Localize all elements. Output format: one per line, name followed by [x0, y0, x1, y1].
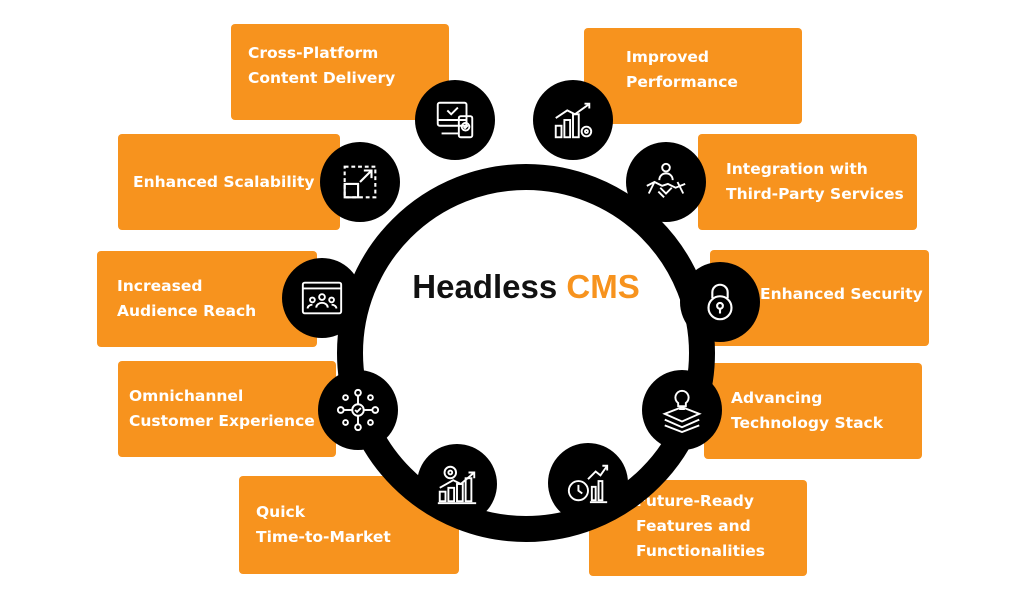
growth-chart-gear-icon	[533, 80, 613, 160]
feature-box-performance: Improved Performance	[584, 28, 802, 124]
feature-label: Enhanced Scalability	[133, 172, 315, 191]
feature-label: Cross-Platform Content Delivery	[248, 44, 396, 87]
clock-chart-icon	[548, 443, 628, 523]
feature-label: Advancing Technology Stack	[731, 389, 884, 432]
feature-box-scalability: Enhanced Scalability	[118, 134, 340, 230]
title-accent: CMS	[566, 268, 640, 305]
feature-label: Improved Performance	[626, 48, 738, 91]
audience-screen-icon	[282, 258, 362, 338]
network-hub-icon	[318, 370, 398, 450]
feature-box-technology-stack: Advancing Technology Stack	[704, 363, 922, 459]
feature-box-omnichannel: Omnichannel Customer Experience	[118, 361, 336, 457]
bar-chart-gear-icon	[417, 444, 497, 524]
handshake-person-icon	[626, 142, 706, 222]
title-main: Headless	[412, 268, 558, 305]
scale-arrows-icon	[320, 142, 400, 222]
feature-label: Omnichannel Customer Experience	[129, 387, 315, 430]
feature-label: Enhanced Security	[760, 284, 923, 303]
feature-box-time-to-market: Quick Time-to-Market	[239, 476, 459, 574]
padlock-icon	[680, 262, 760, 342]
devices-check-icon	[415, 80, 495, 160]
feature-box-audience-reach: Increased Audience Reach	[97, 251, 317, 347]
ring-circle	[337, 164, 715, 542]
diagram-title: Headless CMS	[306, 268, 746, 306]
central-ring	[337, 164, 715, 542]
feature-label: Integration with Third-Party Services	[726, 160, 904, 203]
feature-box-integration: Integration with Third-Party Services	[698, 134, 917, 230]
feature-box-cross-platform: Cross-Platform Content Delivery	[231, 24, 449, 120]
feature-label: Increased Audience Reach	[117, 277, 257, 320]
feature-label: Future-Ready Features and Functionalitie…	[636, 491, 766, 560]
layers-bulb-icon	[642, 370, 722, 450]
feature-label: Quick Time-to-Market	[256, 503, 391, 546]
